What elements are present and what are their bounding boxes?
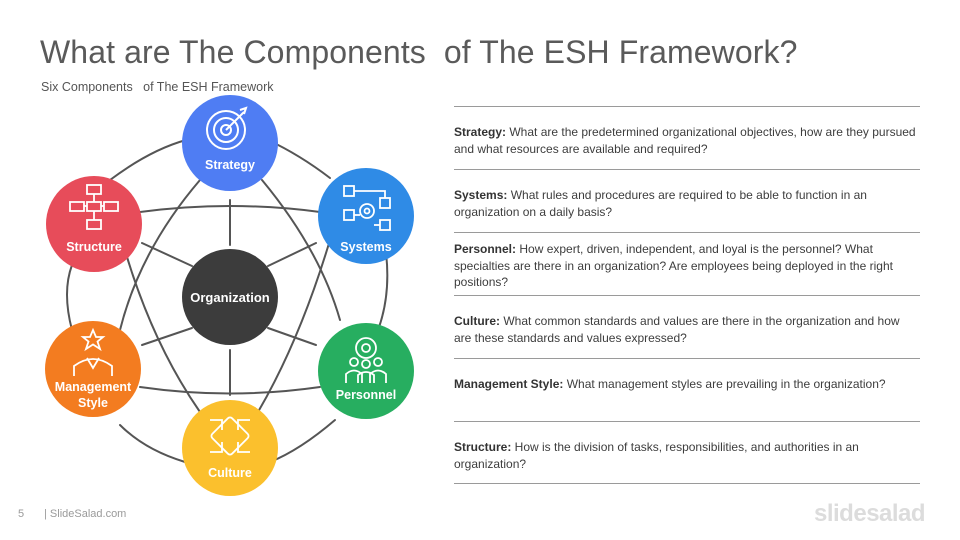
target-icon bbox=[206, 106, 248, 150]
node-label-management-line1: Management bbox=[55, 380, 132, 394]
node-structure: Structure bbox=[46, 176, 142, 272]
description-term: Personnel: bbox=[454, 242, 517, 256]
page-number: 5 bbox=[18, 508, 25, 520]
node-label-strategy: Strategy bbox=[205, 158, 255, 172]
page-title: What are The Components of The ESH Frame… bbox=[40, 34, 798, 70]
description-text: What rules and procedures are required t… bbox=[454, 188, 867, 219]
description-text: What are the predetermined organizationa… bbox=[454, 125, 916, 156]
node-label-structure: Structure bbox=[66, 240, 122, 254]
center-label: Organization bbox=[190, 290, 270, 305]
node-management-style: Management Style bbox=[45, 321, 141, 417]
description-text: How expert, driven, independent, and loy… bbox=[454, 242, 893, 289]
description-strategy: Strategy: What are the predetermined org… bbox=[454, 106, 920, 169]
description-text: What management styles are prevailing in… bbox=[563, 377, 886, 391]
gears-flow-icon bbox=[343, 185, 391, 231]
node-label-personnel: Personnel bbox=[336, 388, 396, 402]
brand-logo: slidesalad bbox=[814, 500, 926, 527]
description-term: Management Style: bbox=[454, 377, 564, 391]
description-term: Strategy: bbox=[454, 125, 507, 139]
node-culture: Culture bbox=[182, 400, 278, 496]
description-structure: Structure: How is the division of tasks,… bbox=[454, 421, 920, 484]
esh-framework-diagram: Organization Strategy Systems bbox=[45, 95, 414, 496]
page-subtitle: Six Components of The ESH Framework bbox=[41, 80, 274, 94]
description-personnel: Personnel: How expert, driven, independe… bbox=[454, 232, 920, 295]
leader-star-icon bbox=[73, 327, 113, 376]
center-node: Organization bbox=[182, 249, 278, 345]
description-management-style: Management Style: What management styles… bbox=[454, 358, 920, 421]
description-systems: Systems: What rules and procedures are r… bbox=[454, 169, 920, 232]
node-label-systems: Systems bbox=[340, 240, 391, 254]
description-text: How is the division of tasks, responsibi… bbox=[454, 440, 859, 471]
descriptions-panel: Strategy: What are the predetermined org… bbox=[454, 106, 920, 484]
node-label-culture: Culture bbox=[208, 466, 252, 480]
hands-together-icon bbox=[210, 416, 250, 456]
description-term: Structure: bbox=[454, 440, 512, 454]
node-personnel: Personnel bbox=[318, 323, 414, 419]
description-term: Culture: bbox=[454, 314, 500, 328]
team-gear-icon bbox=[345, 337, 387, 383]
description-text: What common standards and values are the… bbox=[454, 314, 900, 345]
org-chart-icon bbox=[69, 184, 119, 230]
description-culture: Culture: What common standards and value… bbox=[454, 295, 920, 358]
connector-lines bbox=[66, 139, 389, 463]
description-term: Systems: bbox=[454, 188, 508, 202]
node-strategy: Strategy bbox=[182, 95, 278, 191]
footer-site-link[interactable]: | SlideSalad.com bbox=[44, 508, 127, 520]
node-systems: Systems bbox=[318, 168, 414, 264]
node-label-management-line2: Style bbox=[78, 396, 108, 410]
